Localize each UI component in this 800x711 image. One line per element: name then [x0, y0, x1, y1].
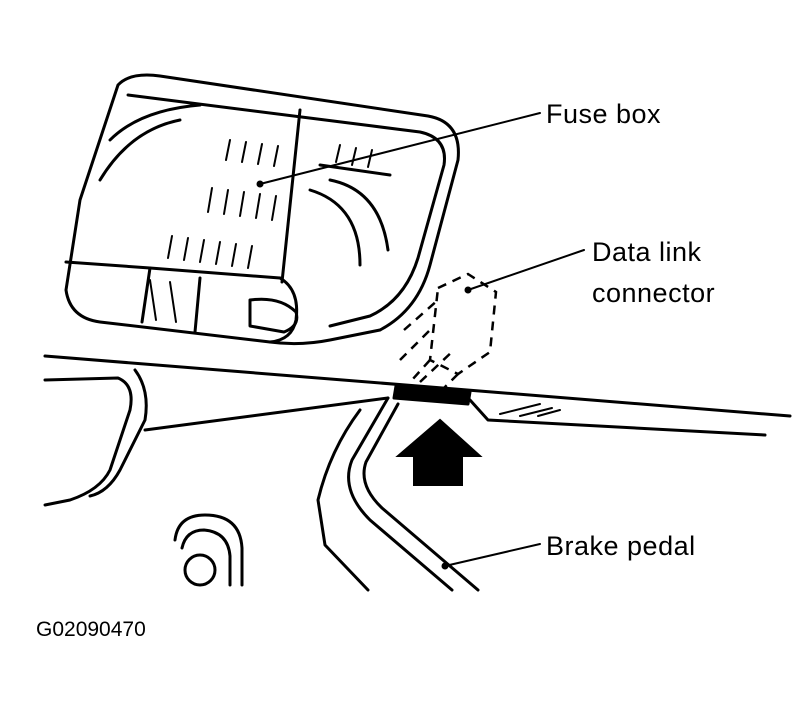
data-link-connector [399, 272, 498, 393]
figure-code: G02090470 [36, 618, 146, 641]
fuse-box-panel [64, 73, 460, 346]
leader-lines [256, 112, 585, 570]
dashboard-lines [43, 354, 792, 507]
lower-knob [173, 513, 244, 587]
up-arrow-icon [395, 418, 483, 486]
fuse-box-label: Fuse box [546, 99, 662, 129]
data-link-label-line2: connector [592, 278, 716, 308]
brake-pedal-arm [316, 384, 480, 592]
brake-pedal-label: Brake pedal [546, 531, 696, 561]
data-link-label-line1: Data link [592, 237, 702, 267]
